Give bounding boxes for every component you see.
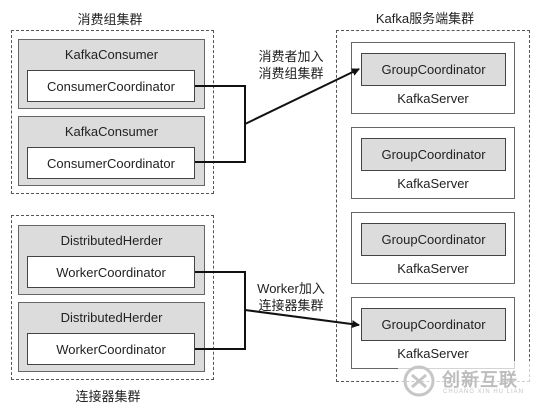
watermark-subtext: CHUANG XIN HU LIAN — [443, 389, 525, 395]
worker-join-label-line2: 连接器集群 — [258, 298, 324, 313]
kafka-server-label: KafkaServer — [397, 91, 469, 106]
consumer-join-label-line1: 消费者加入 — [258, 49, 324, 64]
connector-group-cluster — [11, 215, 214, 380]
kafka-server-box: GroupCoordinator KafkaServer — [351, 42, 515, 114]
consumer-join-label: 消费者加入 消费组集群 — [246, 48, 336, 82]
worker-join-label: Worker加入 连接器集群 — [246, 280, 336, 314]
kafka-server-label: KafkaServer — [397, 261, 469, 276]
kafka-server-box: GroupCoordinator KafkaServer — [351, 127, 515, 199]
consumer-group-title: 消费组集群 — [77, 12, 143, 27]
worker-bracket-line — [195, 271, 246, 350]
consumer-bracket-line — [195, 85, 246, 163]
consumer-coordinator-box: ConsumerCoordinator — [27, 147, 195, 179]
group-coordinator-box: GroupCoordinator — [361, 53, 506, 86]
group-coordinator-box: GroupCoordinator — [361, 223, 506, 256]
distributed-herder-label: DistributedHerder — [60, 310, 163, 325]
kafka-server-label: KafkaServer — [397, 176, 469, 191]
worker-join-arrow — [244, 309, 360, 329]
kafka-server-label: KafkaServer — [397, 346, 469, 361]
watermark: 创新互联 CHUANG XIN HU LIAN — [398, 361, 540, 401]
kafka-consumer-label: KafkaConsumer — [64, 47, 159, 62]
group-coordinator-box: GroupCoordinator — [361, 308, 506, 341]
distributed-herder-label: DistributedHerder — [60, 233, 163, 248]
worker-coordinator-box: WorkerCoordinator — [27, 256, 195, 288]
kafka-consumer-label: KafkaConsumer — [64, 124, 159, 139]
consumer-coordinator-box: ConsumerCoordinator — [27, 70, 195, 102]
consumer-group-cluster — [11, 30, 214, 194]
consumer-join-label-line2: 消费组集群 — [258, 66, 324, 81]
worker-coordinator-box: WorkerCoordinator — [27, 333, 195, 365]
kafka-server-box: GroupCoordinator KafkaServer — [351, 212, 515, 284]
worker-join-label-line1: Worker加入 — [257, 281, 325, 296]
consumer-join-arrow — [244, 68, 360, 125]
kafka-server-box: GroupCoordinator KafkaServer — [351, 297, 515, 369]
group-coordinator-box: GroupCoordinator — [361, 138, 506, 171]
watermark-text: 创新互联 — [442, 370, 518, 390]
kafka-cluster-title: Kafka服务端集群 — [375, 11, 475, 26]
watermark-logo-icon — [403, 365, 435, 397]
connector-group-title: 连接器集群 — [75, 389, 141, 404]
